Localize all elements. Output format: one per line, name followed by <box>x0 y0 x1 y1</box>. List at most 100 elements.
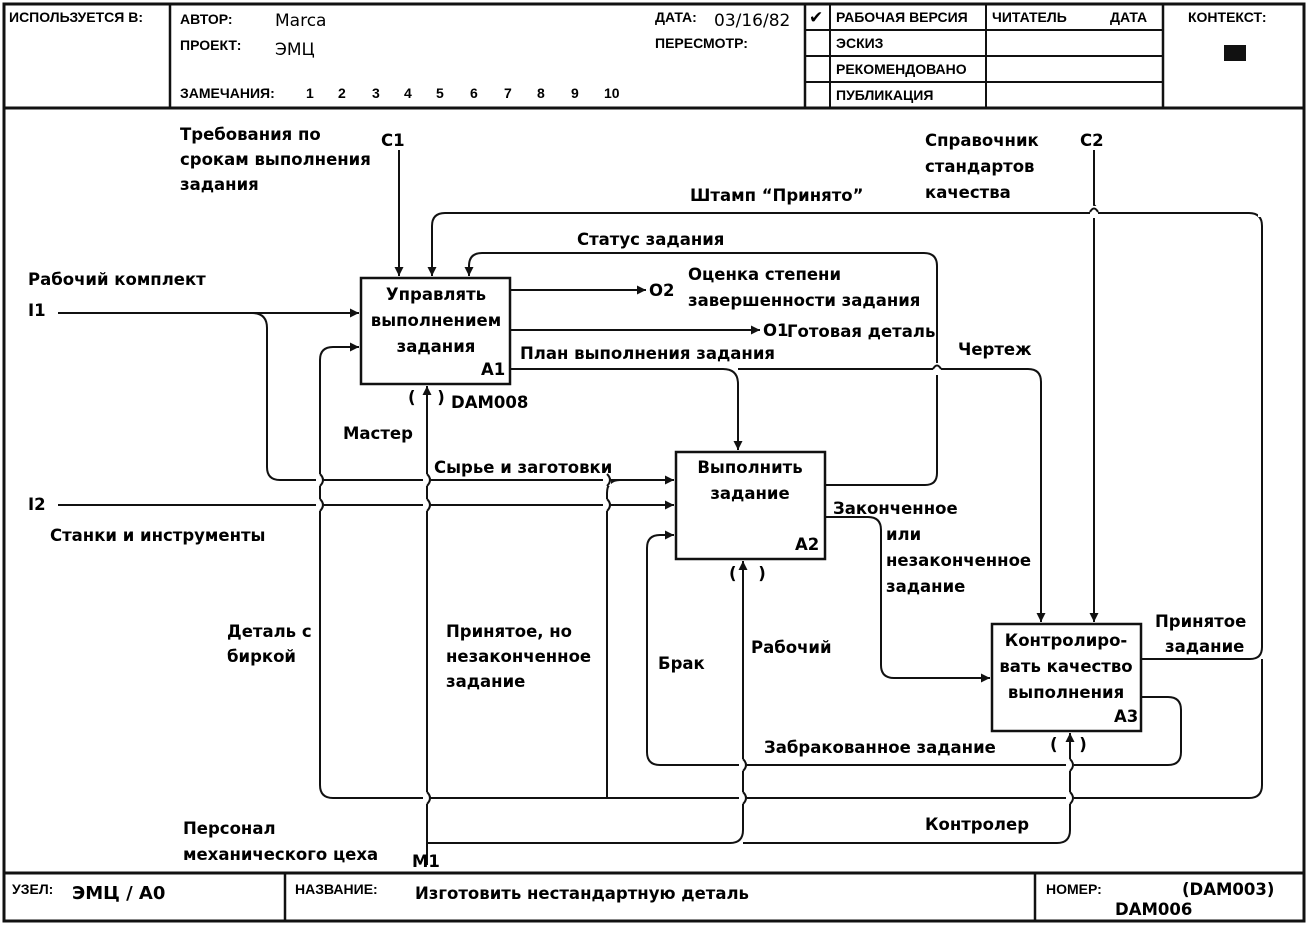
number-value: (DAM003) <box>1182 880 1274 899</box>
box-a1-line: Управлять <box>386 285 486 304</box>
note-number: 2 <box>338 85 346 101</box>
label-status: Статус задания <box>577 230 724 249</box>
note-number: 10 <box>604 85 620 101</box>
arrow-worker <box>427 561 748 844</box>
box-a2-line: задание <box>710 484 789 503</box>
label-o2: Оценка степени <box>688 265 841 284</box>
label-i1: Рабочий комплект <box>28 270 206 289</box>
status-working: РАБОЧАЯ ВЕРСИЯ <box>836 9 968 25</box>
title-value: Изготовить нестандартную деталь <box>415 884 749 903</box>
title-label: НАЗВАНИЕ: <box>295 881 378 897</box>
node-label: УЗЕЛ: <box>12 881 53 897</box>
code-m1: M1 <box>412 852 440 871</box>
notes-label: ЗАМЕЧАНИЯ: <box>180 85 275 101</box>
check-icon: ✔ <box>809 8 823 28</box>
arrow-stamp-accepted <box>427 212 1263 660</box>
label-accepted-task: задание <box>1165 637 1244 656</box>
box-a2 <box>674 450 827 561</box>
box-a2-id: A2 <box>795 535 819 554</box>
revision-label: ПЕРЕСМОТР: <box>655 35 748 51</box>
date-value: 03/16/82 <box>714 11 790 31</box>
label-finished: задание <box>886 577 965 596</box>
reader-date-label: ДАТА <box>1110 9 1147 25</box>
label-tagged: биркой <box>227 647 296 666</box>
crossing-bridges <box>319 207 1099 805</box>
box-a1-line: выполнением <box>371 311 501 330</box>
note-number: 3 <box>372 85 380 101</box>
code-o1: O1 <box>763 321 789 340</box>
context-marker <box>1224 45 1246 61</box>
note-number: 9 <box>571 85 579 101</box>
arrow-controller <box>743 733 1075 844</box>
tunnel-mark: ( ) <box>1050 735 1095 754</box>
box-a1-id: A1 <box>481 360 505 379</box>
label-c2: Справочник <box>925 131 1039 150</box>
box-a3 <box>990 622 1143 733</box>
context-label: КОНТЕКСТ: <box>1188 9 1267 25</box>
label-accepted-task: Принятое <box>1155 612 1246 631</box>
label-o1: Готовая деталь <box>787 322 935 341</box>
status-draft: ЭСКИЗ <box>836 35 884 51</box>
arrow-raw-materials <box>251 312 674 485</box>
arrow-finished <box>825 516 990 683</box>
label-drawing: Чертеж <box>958 340 1032 359</box>
code-c1: C1 <box>381 131 405 150</box>
arrows <box>58 150 1263 865</box>
label-defect: Брак <box>658 654 705 673</box>
tunnel-mark: ( ) <box>729 564 774 583</box>
note-number: 8 <box>537 85 545 101</box>
label-finished: незаконченное <box>886 551 1031 570</box>
label-controller: Контролер <box>925 815 1029 834</box>
note-number: 1 <box>306 85 314 101</box>
box-a3-id: A3 <box>1114 707 1138 726</box>
arrow-accepted-unfinished <box>606 479 621 798</box>
arrow-drawing <box>738 368 1046 622</box>
label-c2: качества <box>925 183 1011 202</box>
label-c1: Требования по <box>180 125 321 144</box>
arrow-status <box>464 252 938 486</box>
code-i1: I1 <box>28 301 46 320</box>
note-number: 5 <box>436 85 444 101</box>
notes-numbers: 1 2 3 4 5 6 7 8 9 10 <box>306 85 620 101</box>
box-a3-line: выполнения <box>1008 683 1124 702</box>
note-number: 6 <box>470 85 478 101</box>
label-raw: Сырье и заготовки <box>434 458 612 477</box>
node-value: ЭМЦ / А0 <box>72 883 165 904</box>
status-recommended: РЕКОМЕНДОВАНО <box>836 61 967 77</box>
tunnel-mark: ( ) <box>408 388 453 407</box>
reader-label: ЧИТАТЕЛЬ <box>992 9 1067 25</box>
number-value-2: DAM006 <box>1115 900 1192 919</box>
box-a3-line: вать качество <box>999 657 1132 676</box>
label-worker: Рабочий <box>751 638 832 657</box>
box-a1-line: задания <box>397 337 476 356</box>
label-accepted-unfinished: задание <box>446 672 525 691</box>
arrow-tagged-part <box>319 342 1263 799</box>
box-a1-ref: DAM008 <box>451 393 528 412</box>
label-plan: План выполнения задания <box>520 344 775 363</box>
status-publication: ПУБЛИКАЦИЯ <box>836 87 933 103</box>
label-tagged: Деталь с <box>227 622 312 641</box>
label-accepted-unfinished: незаконченное <box>446 647 591 666</box>
label-c2: стандартов <box>925 157 1035 176</box>
note-number: 4 <box>404 85 412 101</box>
label-c1: срокам выполнения <box>180 150 371 169</box>
label-finished: Законченное <box>833 499 958 518</box>
code-c2: C2 <box>1080 131 1104 150</box>
label-personnel: Персонал <box>183 819 276 838</box>
label-finished: или <box>886 525 921 544</box>
code-i2: I2 <box>28 495 46 514</box>
code-o2: O2 <box>649 281 675 300</box>
label-o2: завершенности задания <box>688 291 920 310</box>
used-in-label: ИСПОЛЬЗУЕТСЯ В: <box>9 9 143 25</box>
label-accepted-unfinished: Принятое, но <box>446 622 572 641</box>
project-label: ПРОЕКТ: <box>180 37 241 53</box>
project-value: ЭМЦ <box>275 40 315 60</box>
date-label: ДАТА: <box>655 9 697 25</box>
crossing-gaps <box>316 206 1266 804</box>
arrow-plan <box>510 368 743 450</box>
label-i2: Станки и инструменты <box>50 526 265 545</box>
label-c1: задания <box>180 175 259 194</box>
arrow-rejected <box>646 530 1182 766</box>
